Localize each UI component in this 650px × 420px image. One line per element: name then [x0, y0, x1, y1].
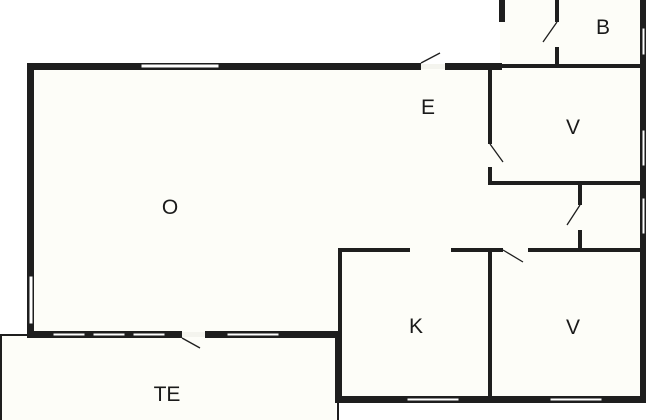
- room-label-e: E: [420, 96, 436, 119]
- room-label-o: O: [161, 196, 179, 219]
- interior-walls: [338, 0, 642, 400]
- terrace-outline: [0, 334, 339, 420]
- door-openings: [182, 64, 445, 337]
- door-swings: [181, 21, 581, 349]
- windows: [28, 27, 646, 402]
- room-label-k: K: [408, 315, 424, 338]
- room-label-v1: V: [565, 116, 581, 139]
- room-label-v2: V: [565, 316, 581, 339]
- room-label-te: TE: [153, 383, 181, 406]
- room-label-b: B: [595, 16, 611, 39]
